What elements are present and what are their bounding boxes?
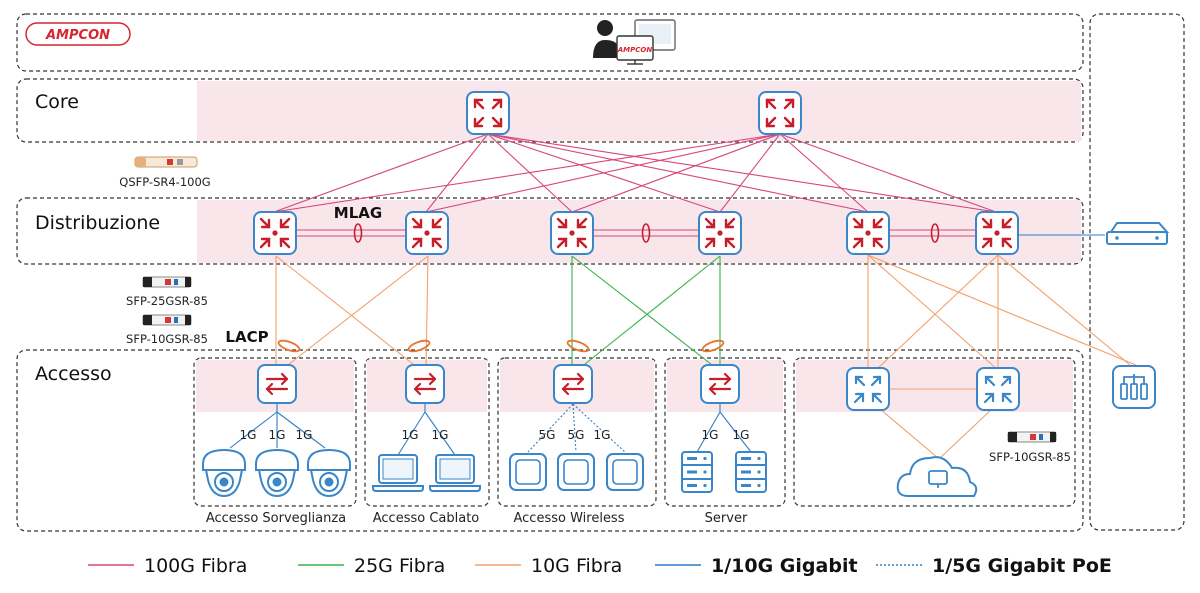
speed-label: 5G [539, 428, 556, 442]
speed-label: 5G [568, 428, 585, 442]
group-caption: Accesso Wireless [514, 511, 625, 526]
distribution-switch-icon [845, 210, 891, 256]
group-caption: Server [705, 511, 748, 526]
speed-label: 1G [432, 428, 449, 442]
server-icon [681, 451, 713, 493]
links-100g [273, 133, 997, 237]
sfp25-transceiver-icon [142, 276, 192, 288]
speed-label: 1G [733, 428, 750, 442]
cloud-icon [896, 456, 978, 497]
speed-label: 1G [702, 428, 719, 442]
blue-switch-icon [975, 366, 1021, 412]
module-label-sfp25: SFP-25GSR-85 [126, 294, 208, 308]
core-switch-icon [757, 90, 803, 136]
distribution-switch-icon [252, 210, 298, 256]
legend-label: 1/10G Gigabit [711, 555, 858, 577]
ampcon-logo: AMPCON [25, 22, 131, 46]
access-point-icon [509, 453, 547, 491]
distribution-switch-icon [549, 210, 595, 256]
camera-icon [307, 449, 351, 497]
tier-label-access: Accesso [35, 363, 112, 385]
legend-label: 25G Fibra [354, 555, 445, 577]
distribution-band [197, 200, 1081, 263]
tier-label-distribution: Distribuzione [35, 212, 160, 234]
lacp-label: LACP [225, 328, 268, 346]
group-caption: Accesso Sorveglianza [206, 511, 346, 526]
speed-label: 1G [402, 428, 419, 442]
group-frame-server [664, 357, 786, 507]
endpoints [202, 449, 767, 497]
group-frame-leaf [793, 357, 1076, 507]
access-frame [16, 349, 1084, 532]
distribution-frame [16, 197, 1084, 265]
module-label-sfp10-right: SFP-10GSR-85 [989, 450, 1071, 464]
laptop-icon [372, 454, 424, 492]
server-icon [735, 451, 767, 493]
group-frame-wireless [497, 357, 657, 507]
links-10g [275, 254, 1137, 459]
distribution-switch-icon [697, 210, 743, 256]
tier-label-core: Core [35, 91, 79, 113]
access-switch-icon [404, 363, 446, 405]
monitor-logo-text: AMPCON [617, 46, 653, 54]
module-label-qsfp: QSFP-SR4-100G [119, 175, 210, 189]
camera-icon [255, 449, 299, 497]
distribution-switch-icon [974, 210, 1020, 256]
group-caption: Accesso Cablato [373, 511, 480, 526]
core-frame [16, 78, 1084, 143]
mlag-ellipses [353, 223, 940, 243]
legend-label: 1/5G Gigabit PoE [932, 555, 1112, 577]
speed-labels: 1G 1G 1G 1G 1G 5G 5G 1G 1G 1G [240, 428, 750, 442]
camera-icon [202, 449, 246, 497]
group-frame-surveillance [193, 357, 357, 507]
storage-icon [1112, 365, 1156, 409]
legend: 100G Fibra 25G Fibra 10G Fibra 1/10G Gigabi… [88, 555, 1112, 577]
speed-label: 1G [240, 428, 257, 442]
speed-label: 1G [269, 428, 286, 442]
qsfp-transceiver-icon [134, 156, 198, 168]
speed-label: 1G [594, 428, 611, 442]
management-frame [16, 13, 1084, 72]
group-captions: Accesso Sorveglianza Accesso Cablato Acces… [206, 511, 748, 526]
links-25g [571, 255, 721, 369]
ampcon-logo-text: AMPCON [45, 28, 110, 43]
sfp10-right-transceiver-icon [1007, 431, 1057, 443]
legend-label: 10G Fibra [531, 555, 622, 577]
mlag-label: MLAG [334, 204, 382, 222]
core-switch-icon [465, 90, 511, 136]
access-point-icon [606, 453, 644, 491]
blue-switch-icon [845, 366, 891, 412]
appliance-icon [1106, 222, 1170, 245]
links-poe [527, 403, 626, 453]
legend-label: 100G Fibra [144, 555, 247, 577]
module-label-sfp10: SFP-10GSR-85 [126, 332, 208, 346]
lacp-ellipses [277, 339, 725, 353]
access-switch-icon [256, 363, 298, 405]
laptop-icon [429, 454, 481, 492]
distribution-switch-icon [404, 210, 450, 256]
links-1-10g [229, 234, 1105, 456]
storage-frame [1089, 13, 1185, 531]
core-band [197, 81, 1081, 141]
speed-label: 1G [296, 428, 313, 442]
sfp10-transceiver-icon [142, 314, 192, 326]
access-switch-icon [552, 363, 594, 405]
access-switch-icon [699, 363, 741, 405]
access-point-icon [557, 453, 595, 491]
user-console-icon: AMPCON [593, 19, 676, 65]
